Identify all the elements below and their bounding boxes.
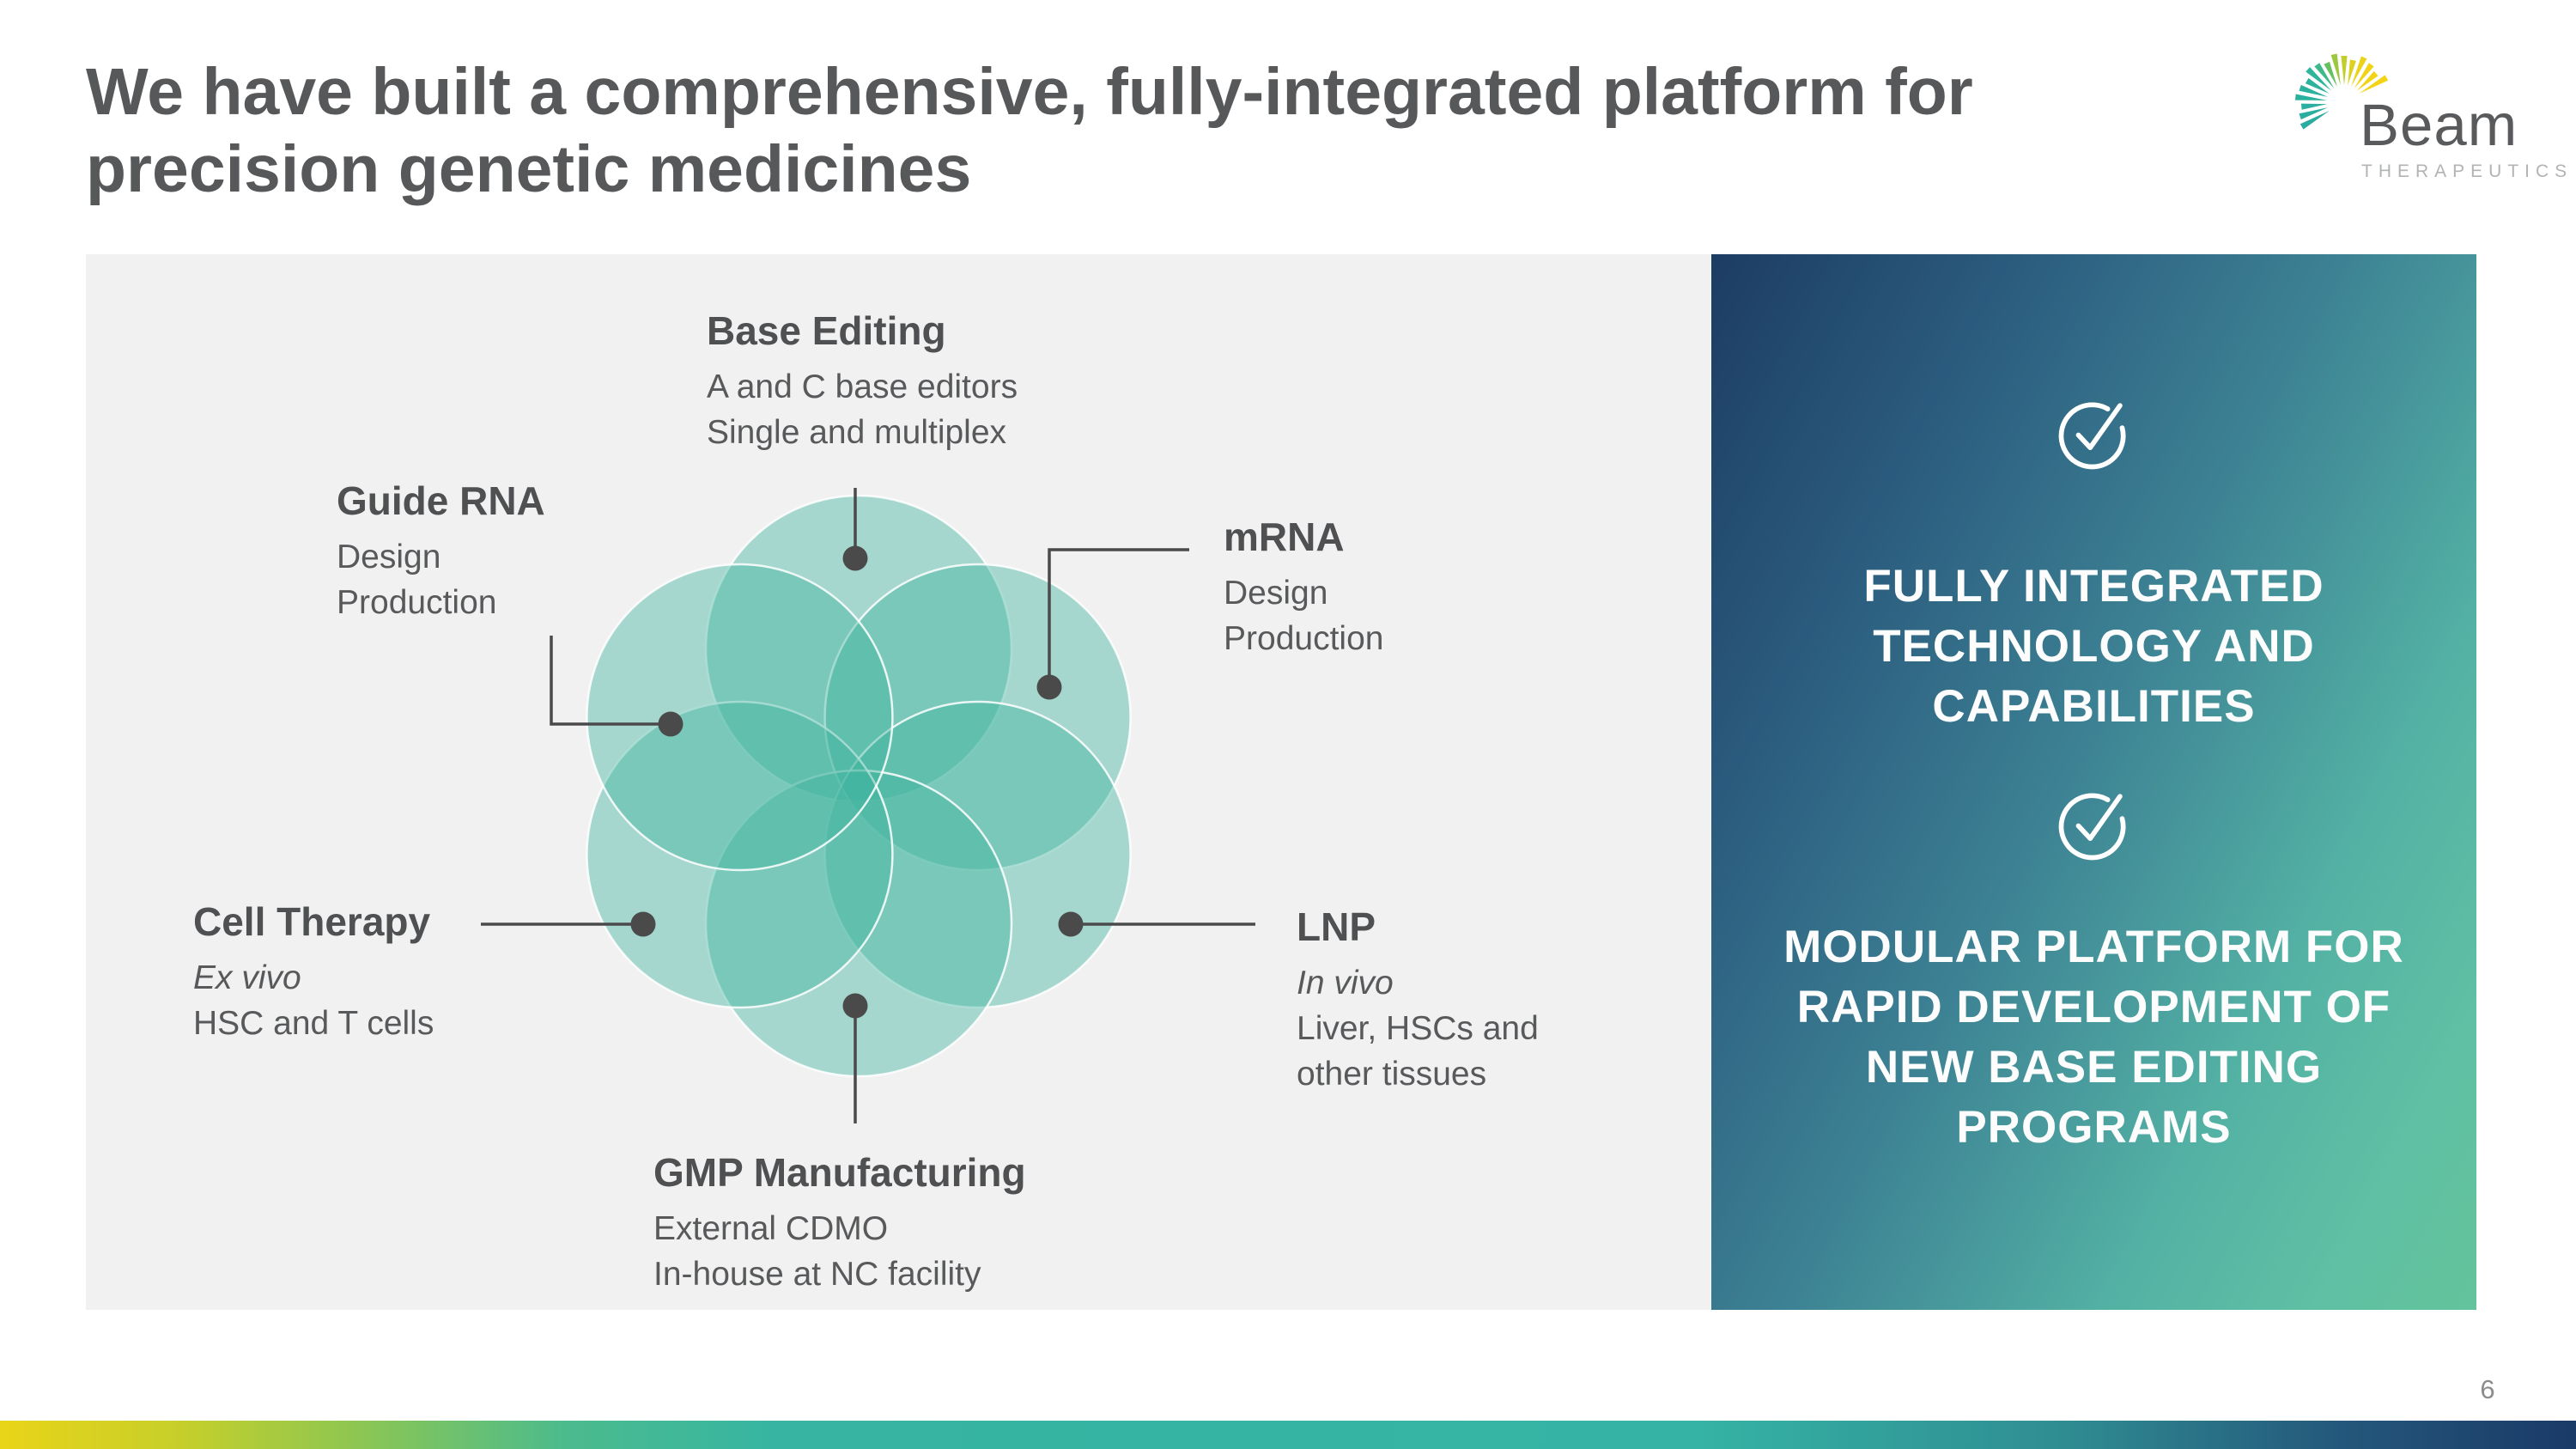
highlights-panel: FULLY INTEGRATED TECHNOLOGY AND CAPABILI…: [1711, 254, 2476, 1310]
beam-logo-wordmark: Beam: [2360, 92, 2518, 158]
slide-title: We have built a comprehensive, fully-int…: [86, 53, 2215, 208]
check-circle-icon: [2058, 793, 2126, 861]
highlight-line: RAPID DEVELOPMENT OF: [1796, 982, 2391, 1032]
label-line: A and C base editors: [707, 368, 1018, 405]
diagram-label-base-editing: Base Editing A and C base editors Single…: [707, 307, 1018, 455]
check-circle-icon: [2058, 402, 2126, 470]
venn-circle-upper-left: [586, 563, 894, 872]
diagram-label-gmp-manufacturing: GMP Manufacturing External CDMO In-house…: [653, 1149, 1026, 1297]
highlight-line: NEW BASE EDITING: [1865, 1042, 2323, 1093]
label-line: In vivo: [1297, 965, 1394, 1002]
label-line: Ex vivo: [193, 959, 301, 996]
label-title: GMP Manufacturing: [653, 1150, 1026, 1195]
label-line: other tissues: [1297, 1056, 1487, 1093]
label-line: Design: [337, 539, 441, 575]
beam-logo-subtitle: THERAPEUTICS: [2361, 161, 2573, 181]
bottom-gradient-bar: [0, 1421, 2576, 1449]
highlight-text-1: FULLY INTEGRATED TECHNOLOGY AND CAPABILI…: [1725, 557, 2464, 737]
diagram-label-mrna: mRNA Design Production: [1224, 514, 1383, 661]
page-number: 6: [2480, 1374, 2495, 1404]
diagram-label-lnp: LNP In vivo Liver, HSCs and other tissue…: [1297, 904, 1539, 1097]
label-line: Production: [1224, 620, 1384, 657]
beam-therapeutics-logo: Beam THERAPEUTICS: [2294, 53, 2567, 211]
venn-circle-top: [704, 494, 1013, 803]
venn-circle-bottom: [704, 769, 1013, 1078]
label-line: In-house at NC facility: [653, 1256, 981, 1293]
label-line: Liver, HSCs and: [1297, 1010, 1539, 1047]
highlight-line: PROGRAMS: [1956, 1102, 2232, 1153]
label-title: LNP: [1297, 904, 1376, 949]
venn-circle-lower-left: [586, 700, 894, 1009]
venn-circle-lower-right: [823, 700, 1132, 1009]
diagram-panel: [86, 254, 1711, 1310]
slide-title-line1: We have built a comprehensive, fully-int…: [86, 55, 1973, 129]
slide-title-line2: precision genetic medicines: [86, 132, 972, 206]
label-line: Production: [337, 584, 497, 621]
label-line: External CDMO: [653, 1210, 889, 1247]
label-title: Cell Therapy: [193, 899, 431, 944]
label-line: HSC and T cells: [193, 1005, 434, 1042]
beam-logo-rays-icon: [2294, 53, 2389, 130]
highlight-line: TECHNOLOGY AND: [1873, 621, 2315, 672]
label-title: mRNA: [1224, 514, 1345, 559]
label-line: Design: [1224, 575, 1328, 612]
label-title: Base Editing: [707, 308, 946, 353]
venn-flower-diagram: [586, 494, 1132, 1078]
diagram-label-cell-therapy: Cell Therapy Ex vivo HSC and T cells: [193, 898, 434, 1046]
label-title: Guide RNA: [337, 478, 545, 523]
highlight-line: MODULAR PLATFORM FOR: [1783, 922, 2404, 972]
highlight-text-2: MODULAR PLATFORM FOR RAPID DEVELOPMENT O…: [1725, 917, 2464, 1158]
highlight-line: FULLY INTEGRATED: [1863, 561, 2324, 612]
label-line: Single and multiplex: [707, 414, 1007, 451]
diagram-label-guide-rna: Guide RNA Design Production: [337, 478, 545, 625]
highlight-line: CAPABILITIES: [1932, 681, 2256, 732]
